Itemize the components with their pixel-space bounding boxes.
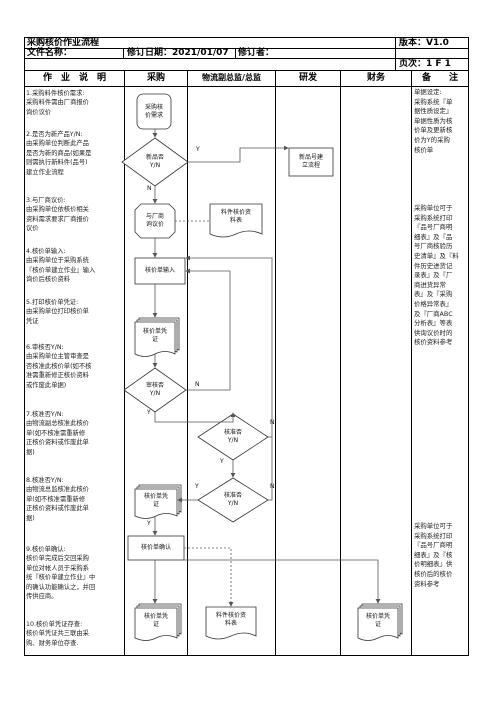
no-label: N (147, 185, 152, 192)
version-label: 版本：V1.0 (399, 38, 449, 48)
doc-material-sheet (205, 606, 257, 640)
step-description: 10.核价单凭证存查:核价单凭证共三联由采购、财务单位存查. (26, 621, 89, 647)
doc-price-voucher (134, 488, 178, 519)
node-price-entry-label: 核价单输入 (144, 267, 175, 274)
no-label: N (195, 381, 200, 388)
yes-label: Y (147, 520, 151, 527)
doc-price-voucher (134, 321, 176, 357)
yes-label: Y (196, 146, 200, 153)
node-price-request (136, 93, 172, 130)
node-vendor-negotiation-label: 与厂商 询议价 (145, 213, 164, 228)
step-description: 4.核价单输入:由采购单位于采购系统『核价单建立作业』输入询价后核价资料 (26, 248, 96, 284)
column-header-finance: 财务 (366, 73, 385, 83)
decision-approve-deputy-label: 核准否 Y/N (223, 429, 242, 444)
reviser-label: 修订者： (238, 48, 275, 58)
column-header-logistics: 物流副总监/总监 (202, 73, 261, 82)
column-header-remarks: 备 注 (421, 73, 458, 83)
doc-material-sheet (209, 203, 263, 238)
remark-note: 采购单位可于采购系统打印『品号厂商明细表』及『核价明细表』供核价后的核价资料参考 (414, 522, 453, 588)
decision-approve-director-label: 核准否 Y/N (223, 492, 242, 507)
doc-material-sheet-label: 料件核价资 料表 (220, 209, 251, 224)
step-description: 9.核价单确认:核价单完成后交回采购单位对帐人员于采购系统『核价单建立作业』中的… (26, 546, 96, 601)
node-vendor-negotiation (134, 203, 176, 239)
step-description: 7.核准否Y/N:由物流副总核准此核价单(如不核准需重新修正核价资料或作废此单据… (26, 411, 89, 456)
step-description: 2.是否为新产品Y/N:由采购单位判断此产品是否为新的商品(如果是则需执行新料件… (26, 131, 92, 176)
document-title: 采购核价作业流程 (27, 38, 100, 48)
yes-label: Y (220, 458, 224, 465)
column-header-description: 作 业 说 明 (42, 73, 106, 83)
yes-label: Y (147, 409, 151, 416)
decision-new-product-label: 新品否 Y/N (145, 154, 164, 169)
step-description: 5.打印核价单凭证:由采购单位打印核价单凭证 (26, 299, 89, 325)
node-price-request-label: 采购核 价需求 (144, 103, 163, 119)
no-label: N (270, 419, 275, 426)
revision-date-label: 修订日期：2021/01/07 (127, 48, 229, 58)
no-label: N (270, 483, 275, 490)
yes-label: Y (195, 483, 199, 490)
step-description: 1.采购料件核价需求:采购料件需由厂商报价询价议价 (26, 90, 89, 116)
remark-note: 单据设定:采购系统『单据性质设定』单据性质为核价单及更新核价为Y的采购核价单 (414, 88, 453, 154)
column-header-purchasing: 采购 (146, 73, 165, 83)
doc-price-voucher-label: 核价单凭 证 (143, 493, 168, 508)
decision-review-label: 审核否 Y/N (145, 382, 164, 397)
node-price-confirm-label: 核价单确认 (140, 544, 171, 551)
remark-note: 采购单位可于采购系统打印『品号厂商明细表』及『品号厂商核验历史清单』及『料件历史… (414, 204, 459, 347)
doc-price-voucher-label: 核价单凭 证 (143, 613, 168, 628)
doc-price-voucher-label: 核价单凭 证 (365, 613, 390, 628)
doc-price-voucher (357, 607, 399, 641)
decision-approve-director (197, 477, 269, 523)
page-label: 页次：1 F 1 (399, 59, 451, 69)
step-description: 3.与厂商议价:由采购单位依核价相关资料需求要求厂商报价议价 (26, 197, 89, 233)
doc-price-voucher-label: 核价单凭 证 (142, 328, 167, 343)
doc-material-sheet-label: 料件核价资 料表 (215, 611, 246, 627)
column-header-rnd: 研发 (298, 73, 317, 83)
node-price-confirm (127, 535, 185, 561)
node-new-item-process-label: 新品号建 立流程 (298, 154, 323, 169)
file-name-label: 文件名称： (27, 48, 73, 58)
step-description: 8.核准否Y/N:由物流总监核准此核价单(如不核准需重新修正核价资料或作废此单据… (26, 477, 89, 522)
doc-price-voucher (134, 607, 178, 641)
node-price-entry (134, 257, 186, 285)
node-new-item-process (288, 147, 334, 177)
step-description: 6.审核否Y/N:由采购单位主管审查是否核准此核价单(如不核准需重新修正核价资料… (26, 344, 92, 389)
